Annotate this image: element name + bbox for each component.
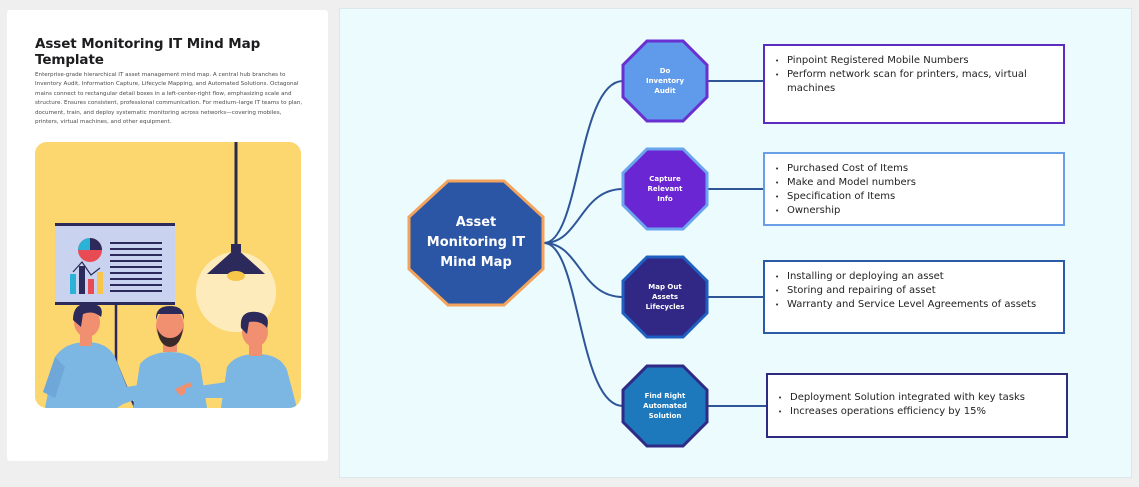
details-box-inventory-audit[interactable]: Pinpoint Registered Mobile Numbers Perfo…	[763, 44, 1065, 124]
branch-octagon-shape	[621, 39, 709, 123]
details-list: Deployment Solution integrated with key …	[774, 391, 1060, 419]
detail-item: Installing or deploying an asset	[771, 270, 1057, 284]
person-left-icon	[43, 303, 157, 408]
branch-node-lifecycles[interactable]: Map Out Assets Lifecycles	[621, 255, 709, 339]
branch-octagon-shape	[621, 147, 709, 231]
details-list: Purchased Cost of Items Make and Model n…	[771, 162, 1057, 218]
branch-octagon-shape	[621, 364, 709, 448]
hub-label: Asset Monitoring IT Mind Map	[426, 215, 526, 270]
detail-item: Increases operations efficiency by 15%	[774, 405, 1060, 419]
detail-item: Purchased Cost of Items	[771, 162, 1057, 176]
connector-hub-to-branch-2	[543, 188, 624, 244]
detail-item: Deployment Solution integrated with key …	[774, 391, 1060, 405]
detail-item: Perform network scan for printers, macs,…	[771, 68, 1057, 96]
connector-hub-to-branch-1	[543, 80, 624, 244]
bar-chart-icon	[70, 274, 76, 294]
mind-map-canvas[interactable]: Asset Monitoring IT Mind Map Do Inventor…	[339, 8, 1132, 478]
branch-label: Find Right Automated Solution	[643, 392, 687, 420]
detail-item: Pinpoint Registered Mobile Numbers	[771, 54, 1057, 68]
connector-hub-to-branch-3	[543, 242, 624, 298]
branch-label: Capture Relevant Info	[647, 175, 683, 203]
connector-layer	[543, 80, 767, 407]
details-box-lifecycles[interactable]: Installing or deploying an asset Storing…	[763, 260, 1065, 334]
branch-octagon-shape	[621, 255, 709, 339]
template-title: Asset Monitoring IT Mind Map Template	[35, 36, 261, 68]
hub-node[interactable]: Asset Monitoring IT Mind Map	[407, 179, 545, 307]
detail-item: Ownership	[771, 204, 1057, 218]
details-box-automated-solution[interactable]: Deployment Solution integrated with key …	[766, 373, 1068, 438]
hub-octagon-shape	[407, 179, 545, 307]
branch-label: Do Inventory Audit	[645, 67, 685, 95]
branch-node-automated-solution[interactable]: Find Right Automated Solution	[621, 364, 709, 448]
detail-item: Specification of Items	[771, 190, 1057, 204]
details-box-capture-info[interactable]: Purchased Cost of Items Make and Model n…	[763, 152, 1065, 226]
detail-item: Warranty and Service Level Agreements of…	[771, 298, 1057, 312]
branch-node-inventory-audit[interactable]: Do Inventory Audit	[621, 39, 709, 123]
template-info-panel: Asset Monitoring IT Mind Map Template En…	[7, 10, 328, 461]
team-presentation-illustration	[35, 142, 301, 408]
details-list: Installing or deploying an asset Storing…	[771, 270, 1057, 312]
board-text-lines	[110, 242, 162, 292]
person-right-icon	[185, 311, 297, 408]
lamp-shade-icon	[207, 248, 265, 274]
template-description: Enterprise-grade hierarchical IT asset m…	[35, 72, 303, 126]
top-strip	[0, 0, 1139, 8]
detail-item: Storing and repairing of asset	[771, 284, 1057, 298]
branch-node-capture-info[interactable]: Capture Relevant Info	[621, 147, 709, 231]
details-list: Pinpoint Registered Mobile Numbers Perfo…	[771, 54, 1057, 96]
detail-item: Make and Model numbers	[771, 176, 1057, 190]
connector-hub-to-branch-4	[543, 242, 624, 407]
branch-label: Map Out Assets Lifecycles	[645, 283, 685, 311]
